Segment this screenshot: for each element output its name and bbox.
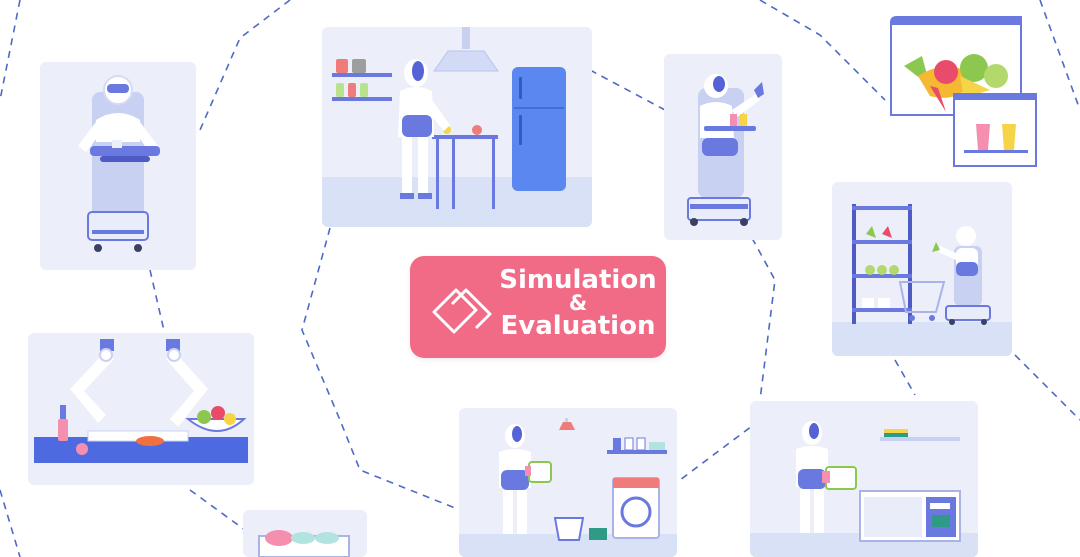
card-laundry-room: [459, 408, 677, 557]
badge-title: Simulation & Evaluation: [498, 267, 658, 339]
card-drink-robot: [664, 54, 782, 240]
stacked-squares-icon: [432, 288, 492, 334]
badge-line-2: &: [568, 291, 588, 315]
badge-line-1: Simulation: [499, 265, 657, 295]
card-laundry-basket: [243, 510, 367, 557]
simulation-evaluation-badge: Simulation & Evaluation: [410, 256, 666, 358]
card-robot-arms: [28, 333, 254, 485]
card-serving-robot: [40, 62, 196, 270]
card-kitchen: [322, 27, 592, 227]
card-food-windows: [890, 16, 1040, 168]
card-grocery: [832, 182, 1012, 356]
badge-line-3: Evaluation: [500, 311, 656, 341]
card-household-robot: [750, 401, 978, 557]
